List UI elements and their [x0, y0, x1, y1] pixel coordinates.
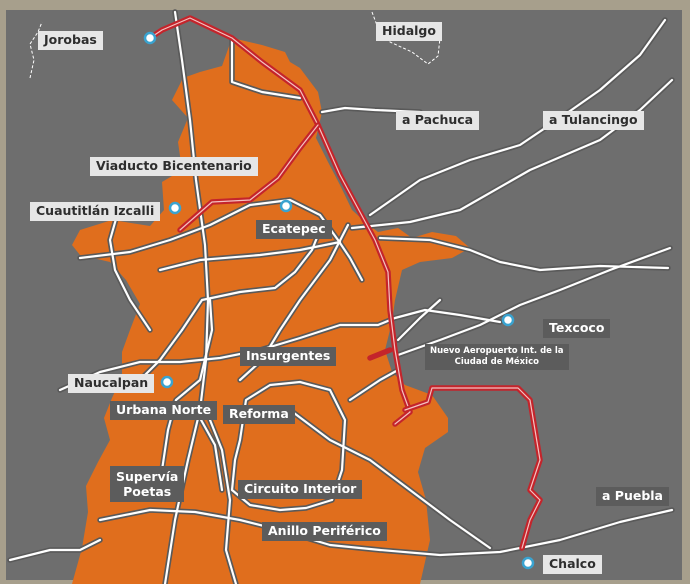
station-texcoco-icon [501, 313, 515, 327]
label-aeropuerto-line-1: Nuevo Aeropuerto Int. de la [430, 346, 564, 356]
train-route-insurgentes-link [367, 347, 393, 361]
label-naucalpan: Naucalpan [68, 374, 155, 393]
label-texcoco: Texcoco [543, 319, 611, 338]
label-circuito-interior: Circuito Interior [238, 480, 363, 499]
station-chalco-icon [521, 556, 535, 570]
label-urbana-norte: Urbana Norte [110, 401, 218, 420]
label-viaducto-bicentenario: Viaducto Bicentenario [90, 157, 258, 176]
train-routes [147, 15, 543, 551]
urban-area [72, 38, 470, 584]
station-markers [143, 31, 535, 570]
label-nuevo-aeropuerto: Nuevo Aeropuerto Int. de la Ciudad de Mé… [425, 344, 569, 370]
boundary-west [29, 21, 43, 79]
station-cuautitlan-icon [168, 201, 182, 215]
station-naucalpan-icon [160, 375, 174, 389]
label-a-pachuca: a Pachuca [396, 111, 480, 130]
label-supervia-poetas: Supervía Poetas [110, 466, 185, 502]
label-supervia-line-2: Poetas [123, 484, 172, 499]
label-chalco: Chalco [543, 555, 602, 574]
label-ecatepec: Ecatepec [256, 220, 332, 239]
label-hidalgo: Hidalgo [376, 22, 442, 41]
label-aeropuerto-line-2: Ciudad de México [454, 357, 539, 367]
station-ecatepec-icon [279, 199, 293, 213]
label-a-tulancingo: a Tulancingo [543, 111, 644, 130]
label-a-puebla: a Puebla [596, 487, 669, 506]
label-insurgentes: Insurgentes [240, 347, 337, 366]
station-jorobas-icon [143, 31, 157, 45]
label-supervia-line-1: Supervía [116, 469, 179, 484]
label-reforma: Reforma [223, 405, 295, 424]
label-cuautitlan-izcalli: Cuautitlán Izcalli [30, 202, 161, 221]
label-jorobas: Jorobas [38, 31, 103, 50]
label-anillo-periferico: Anillo Periférico [262, 522, 387, 541]
